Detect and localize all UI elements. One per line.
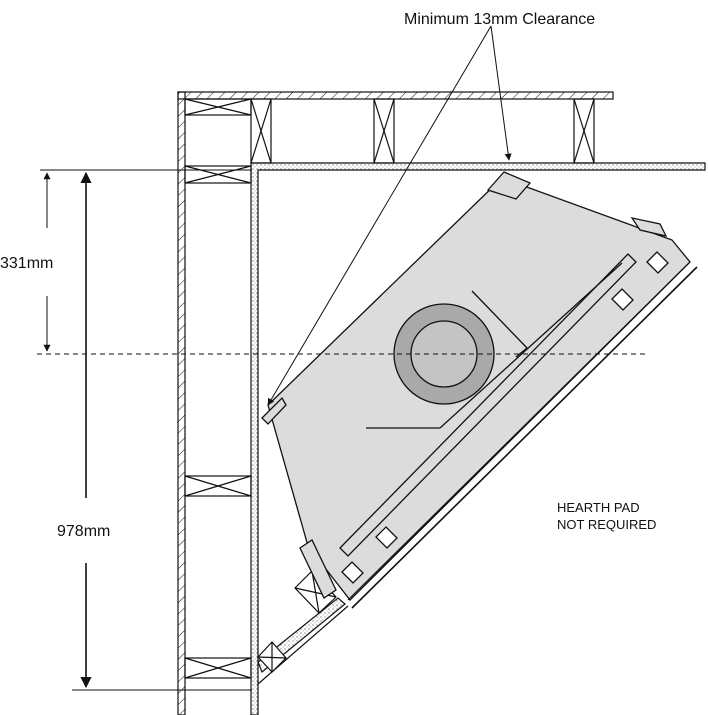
hearth-note-line2: NOT REQUIRED	[557, 517, 656, 532]
unit-brackets	[341, 251, 669, 584]
top-wall-studs	[250, 98, 595, 164]
fireplace-unit	[261, 171, 698, 609]
clearance-leader-left	[267, 25, 492, 406]
dim-331-label: 331mm	[0, 255, 53, 272]
hearth-note-line1: HEARTH PAD	[557, 500, 640, 515]
inner-wall-board	[250, 162, 706, 715]
baffle-upper	[471, 290, 528, 358]
baffle-lower	[366, 262, 623, 429]
wall-framing	[177, 91, 706, 715]
dim-978-label: 978mm	[57, 523, 110, 540]
corner-base	[257, 570, 349, 685]
clearance-label: Minimum 13mm Clearance	[404, 11, 595, 28]
front-rail-inner	[347, 261, 691, 601]
nailing-flanges	[261, 171, 668, 599]
left-wall-sheathing	[177, 91, 186, 715]
left-wall-studs	[184, 98, 252, 679]
front-rail-outer	[351, 266, 698, 609]
dimension-lines	[37, 25, 648, 691]
firebox-frame	[339, 253, 637, 557]
corner-blocks	[257, 570, 337, 673]
top-wall-sheathing	[177, 91, 614, 100]
clearance-leader-right	[490, 25, 512, 161]
